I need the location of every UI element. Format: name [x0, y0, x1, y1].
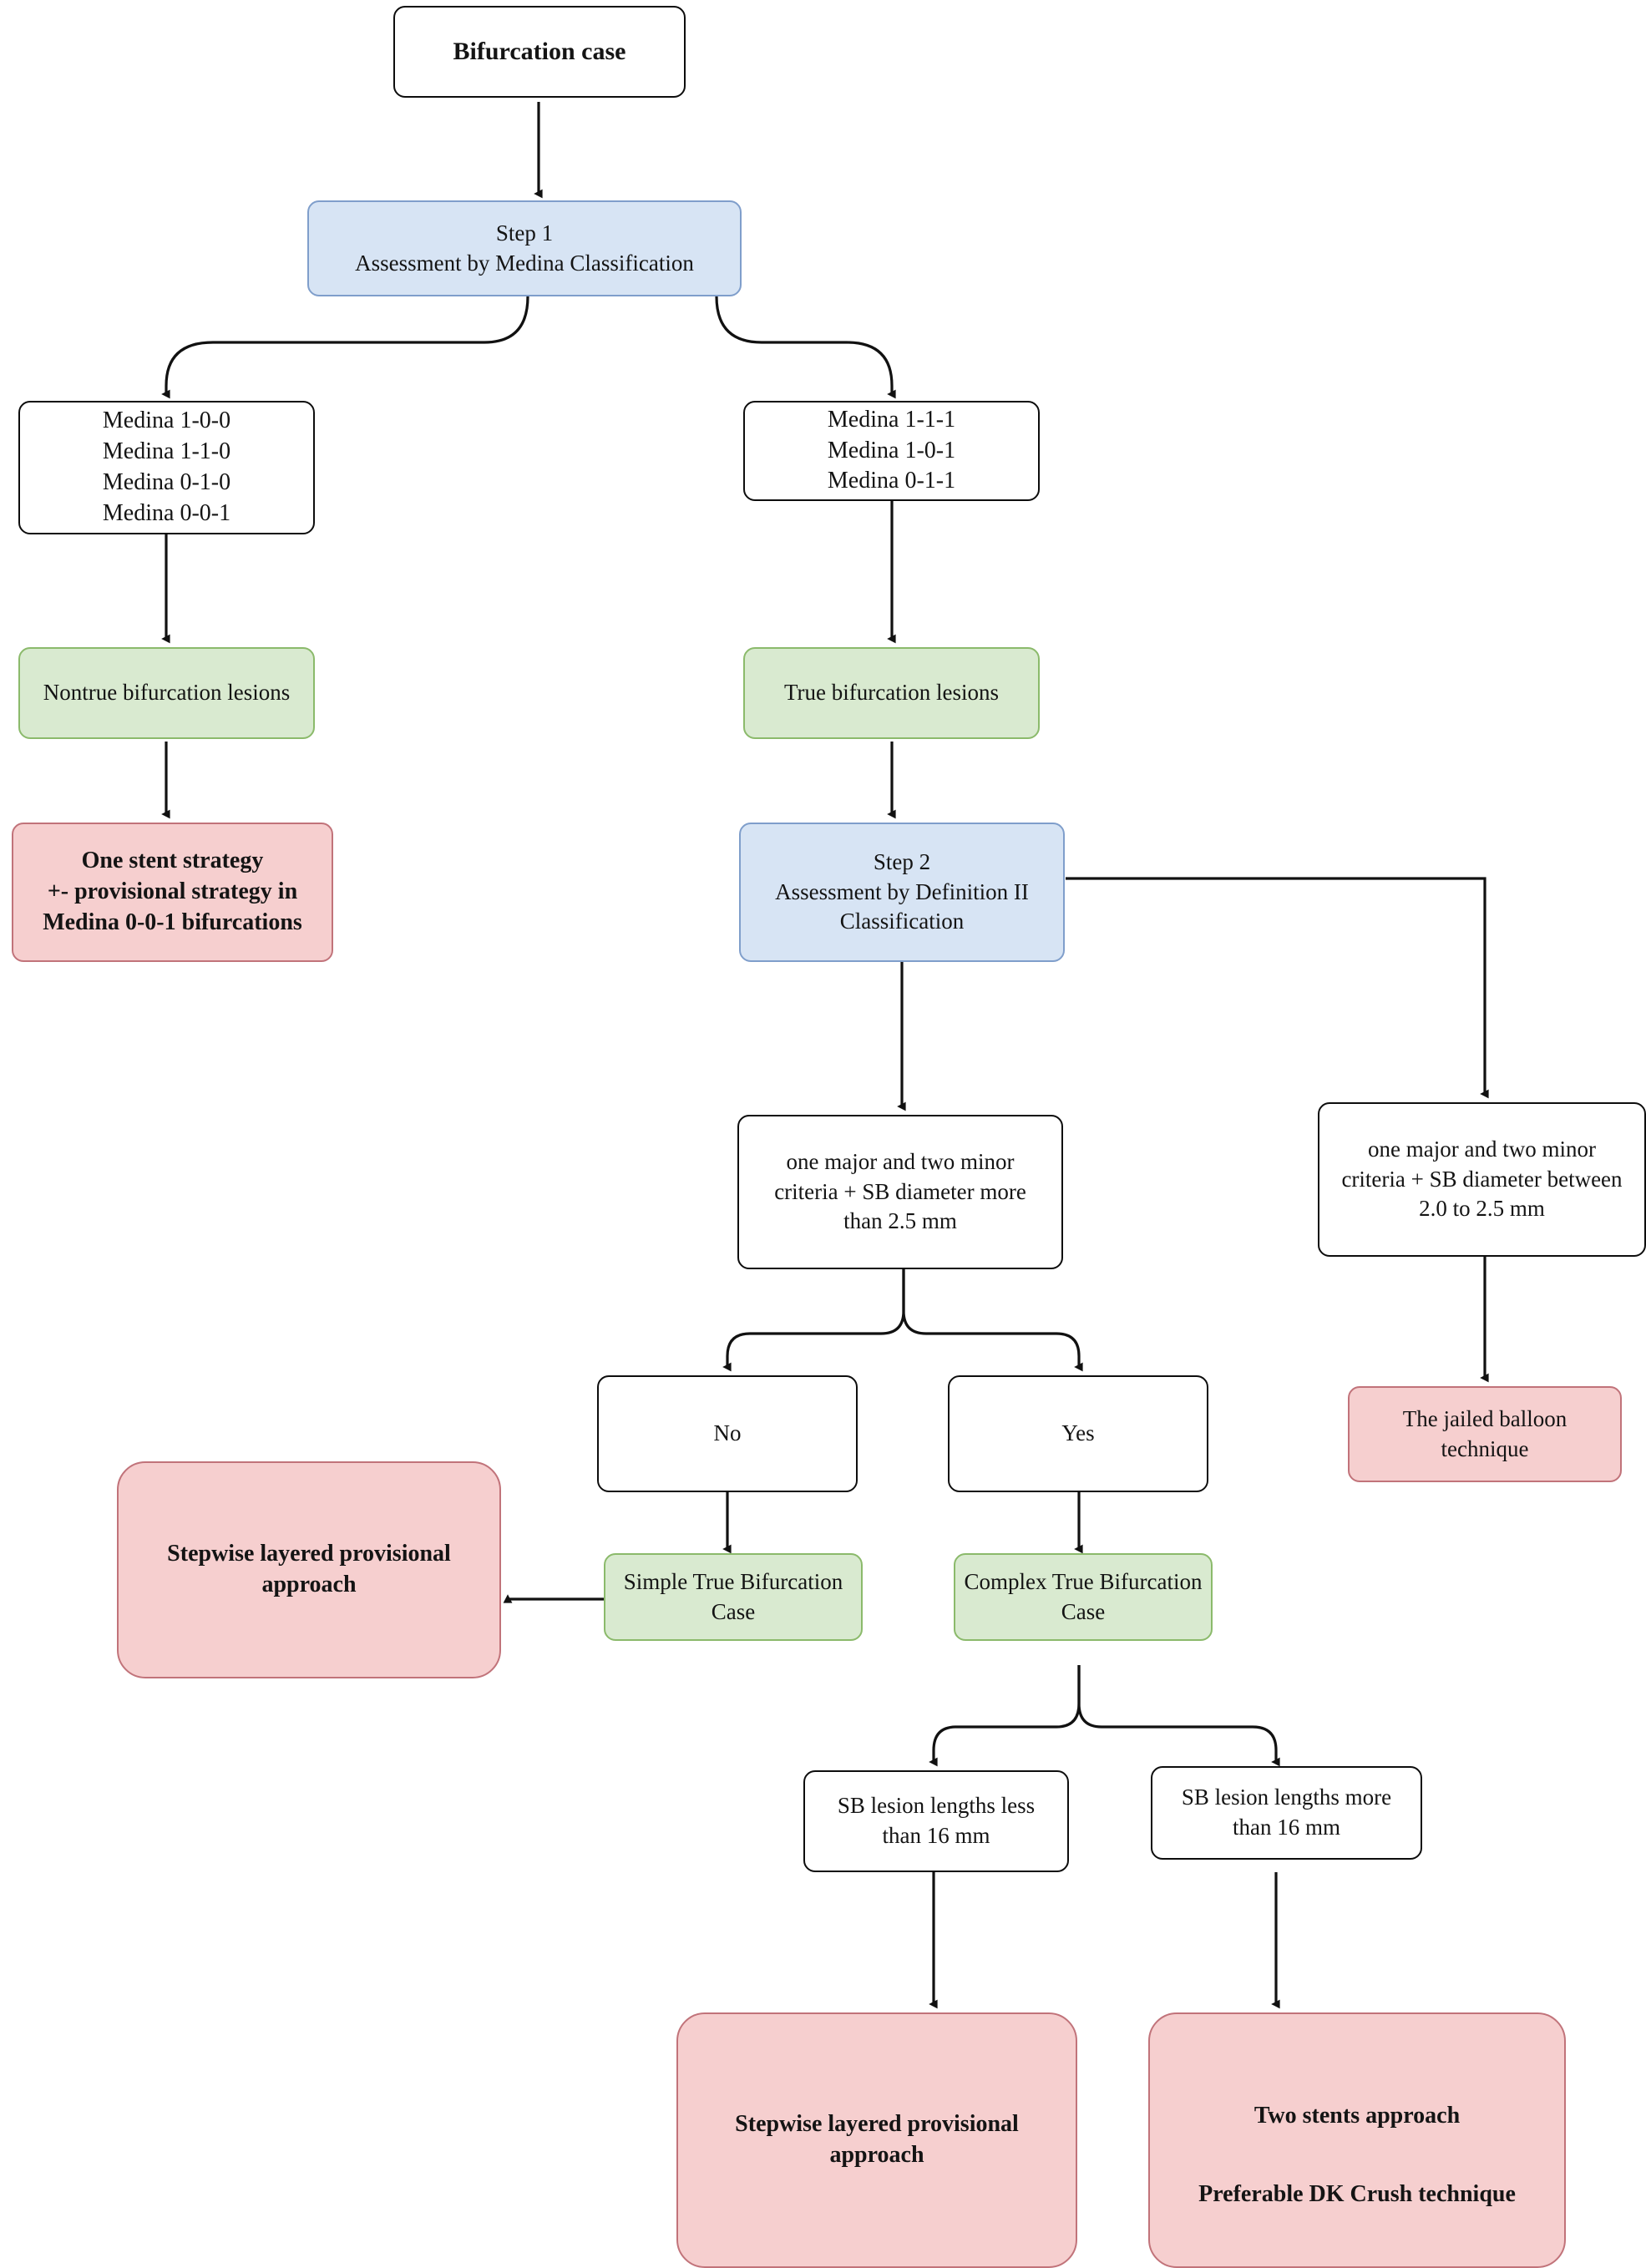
- node-nontrue-bifurcation-lesions[interactable]: Nontrue bifurcation lesions: [18, 647, 315, 739]
- node-simple-true-bifurcation-case-label: Simple True Bifurcation Case: [623, 1568, 843, 1624]
- node-criteria-sb-more-than-2-5-label: one major and two minor criteria + SB di…: [774, 1149, 1026, 1234]
- node-one-stent-strategy[interactable]: One stent strategy +- provisional strate…: [12, 823, 333, 962]
- node-jailed-balloon-technique[interactable]: The jailed balloon technique: [1348, 1386, 1622, 1482]
- node-bifurcation-case-label: Bifurcation case: [453, 38, 626, 66]
- node-two-stents-approach-line1: Two stents approach: [1253, 2102, 1461, 2129]
- node-step1-label: Step 1 Assessment by Medina Classificati…: [355, 220, 694, 276]
- node-criteria-sb-2-0-to-2-5-label: one major and two minor criteria + SB di…: [1341, 1137, 1623, 1222]
- node-two-stents-approach-line2: Preferable DK Crush technique: [1198, 2181, 1516, 2208]
- node-true-bifurcation-lesions-label: True bifurcation lesions: [784, 680, 999, 706]
- node-criteria-sb-more-than-2-5[interactable]: one major and two minor criteria + SB di…: [737, 1115, 1063, 1269]
- node-medina-nontrue-list-label: Medina 1-0-0 Medina 1-1-0 Medina 0-1-0 M…: [102, 408, 231, 526]
- node-step2[interactable]: Step 2 Assessment by Definition II Class…: [739, 823, 1065, 962]
- node-two-stents-approach[interactable]: Two stents approach Preferable DK Crush …: [1148, 2012, 1566, 2268]
- node-simple-true-bifurcation-case[interactable]: Simple True Bifurcation Case: [604, 1553, 863, 1641]
- node-medina-true-list-label: Medina 1-1-1 Medina 1-0-1 Medina 0-1-1: [827, 406, 956, 494]
- node-stepwise-layered-provisional-bottom[interactable]: Stepwise layered provisional approach: [676, 2012, 1077, 2268]
- node-complex-true-bifurcation-case[interactable]: Complex True Bifurcation Case: [954, 1553, 1213, 1641]
- node-answer-yes[interactable]: Yes: [948, 1375, 1208, 1492]
- node-medina-nontrue-list[interactable]: Medina 1-0-0 Medina 1-1-0 Medina 0-1-0 M…: [18, 401, 315, 534]
- node-answer-no[interactable]: No: [597, 1375, 858, 1492]
- node-one-stent-strategy-label: One stent strategy +- provisional strate…: [43, 848, 302, 935]
- node-stepwise-layered-provisional-left-label: Stepwise layered provisional approach: [167, 1541, 451, 1597]
- spacer: [1158, 2132, 1556, 2149]
- node-sb-lesion-less-than-16[interactable]: SB lesion lengths less than 16 mm: [803, 1770, 1069, 1872]
- node-step2-label: Step 2 Assessment by Definition II Class…: [775, 849, 1029, 934]
- node-answer-yes-label: Yes: [1061, 1420, 1095, 1446]
- node-criteria-sb-2-0-to-2-5[interactable]: one major and two minor criteria + SB di…: [1318, 1102, 1646, 1257]
- node-two-stents-approach-block: Two stents approach Preferable DK Crush …: [1150, 2070, 1564, 2211]
- node-answer-no-label: No: [713, 1420, 742, 1446]
- node-true-bifurcation-lesions[interactable]: True bifurcation lesions: [743, 647, 1040, 739]
- node-sb-lesion-more-than-16[interactable]: SB lesion lengths more than 16 mm: [1151, 1766, 1422, 1860]
- node-complex-true-bifurcation-case-label: Complex True Bifurcation Case: [964, 1568, 1203, 1624]
- node-sb-lesion-less-than-16-label: SB lesion lengths less than 16 mm: [837, 1793, 1036, 1848]
- node-step1[interactable]: Step 1 Assessment by Medina Classificati…: [307, 200, 742, 296]
- node-nontrue-bifurcation-lesions-label: Nontrue bifurcation lesions: [43, 680, 291, 706]
- node-stepwise-layered-provisional-left[interactable]: Stepwise layered provisional approach: [117, 1461, 501, 1678]
- node-medina-true-list[interactable]: Medina 1-1-1 Medina 1-0-1 Medina 0-1-1: [743, 401, 1040, 501]
- node-jailed-balloon-technique-label: The jailed balloon technique: [1402, 1405, 1567, 1461]
- node-bifurcation-case[interactable]: Bifurcation case: [393, 6, 686, 98]
- node-sb-lesion-more-than-16-label: SB lesion lengths more than 16 mm: [1181, 1785, 1392, 1840]
- node-stepwise-layered-provisional-bottom-label: Stepwise layered provisional approach: [735, 2111, 1019, 2168]
